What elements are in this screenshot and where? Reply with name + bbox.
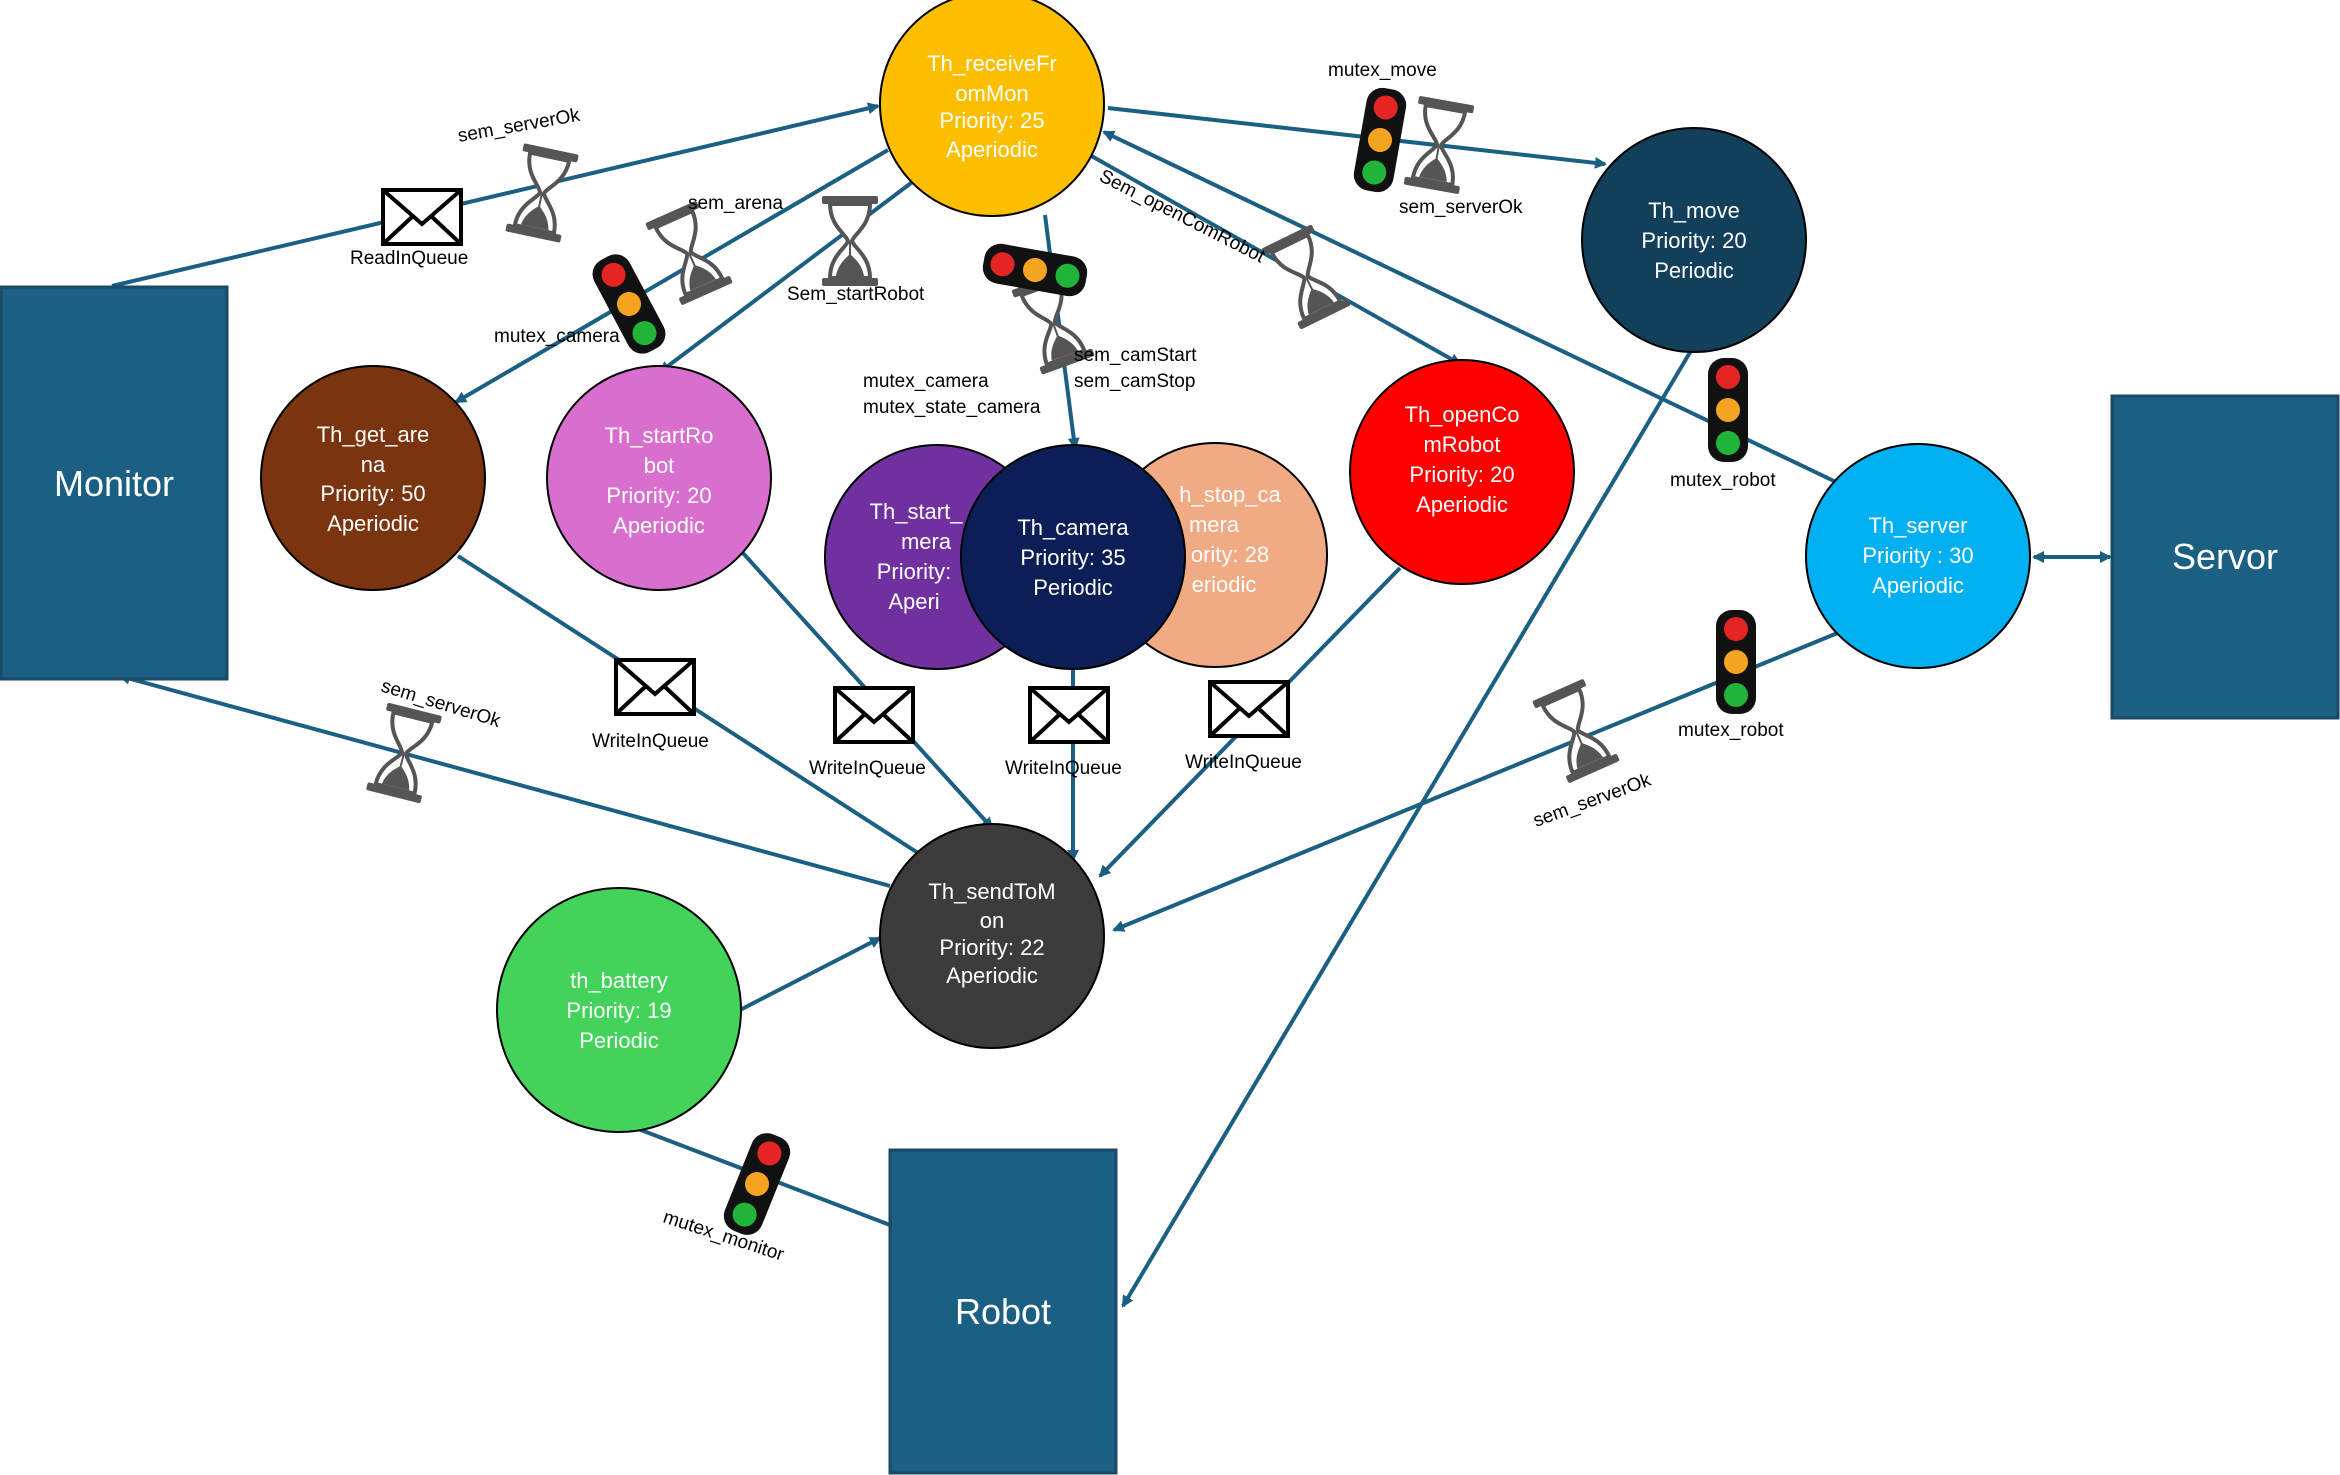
- traffic-light-icon: [1351, 85, 1409, 195]
- node-start-camera-l4: Aperi: [888, 589, 939, 614]
- node-send-to-mon: Th_sendToM on Priority: 22 Aperiodic: [879, 823, 1105, 1049]
- edge-monitor-to-receive: [111, 102, 880, 288]
- edge-move-to-robot: [1121, 342, 1697, 1308]
- node-server-l1: Th_server: [1868, 513, 1967, 538]
- edge-send-to-monitor: [118, 672, 891, 888]
- node-move-l3: Periodic: [1654, 258, 1733, 283]
- node-move-l2: Priority: 20: [1641, 228, 1746, 253]
- envelope-icon: [1208, 680, 1290, 738]
- node-start-camera-l2: mera: [901, 529, 952, 554]
- envelope-icon: [381, 188, 463, 246]
- label-sem-serverok-top: sem_serverOk: [456, 105, 582, 147]
- hourglass-icon: [643, 198, 735, 308]
- node-receive-l4: Aperiodic: [946, 137, 1038, 162]
- edge-receive-to-getarena: [454, 148, 890, 404]
- node-move-l1: Th_move: [1648, 198, 1740, 223]
- node-send-l4: Aperiodic: [946, 963, 1038, 988]
- node-receive-l1: Th_receiveFr: [927, 51, 1057, 76]
- node-open-com-robot: Th_openCo mRobot Priority: 20 Aperiodic: [1349, 359, 1575, 585]
- envelope-icon: [833, 686, 915, 744]
- node-start-camera-l1: Th_start_: [870, 499, 964, 524]
- label-sem-camstop: sem_camStop: [1074, 371, 1195, 392]
- node-get-arena-l4: Aperiodic: [327, 511, 419, 536]
- label-writeinqueue-4: WriteInQueue: [1185, 752, 1302, 773]
- robot-box: Robot: [888, 1148, 1118, 1475]
- node-stop-camera-l2: mera: [1189, 512, 1240, 537]
- label-readinqueue: ReadInQueue: [350, 248, 468, 269]
- node-move: Th_move Priority: 20 Periodic: [1581, 127, 1807, 353]
- node-stop-camera-l3: ority: 28: [1191, 542, 1269, 567]
- node-open-com-l4: Aperiodic: [1416, 492, 1508, 517]
- robot-label: Robot: [955, 1291, 1051, 1332]
- hourglass-icon: [1530, 676, 1622, 786]
- node-send-l2: on: [980, 908, 1004, 933]
- label-sem-opencomrobot: Sem_openComRobot: [1096, 166, 1269, 268]
- node-open-com-l2: mRobot: [1423, 432, 1500, 457]
- node-start-robot-l4: Aperiodic: [613, 513, 705, 538]
- node-server-l2: Priority : 30: [1862, 543, 1973, 568]
- hourglass-icon: [820, 194, 880, 288]
- node-camera-l2: Priority: 35: [1020, 545, 1125, 570]
- edge-receive-to-move: [1107, 106, 1607, 169]
- label-sem-camstart: sem_camStart: [1074, 345, 1197, 366]
- node-get-arena-l1: Th_get_are: [317, 422, 430, 447]
- node-start-robot-l3: Priority: 20: [606, 483, 711, 508]
- node-camera-l1: Th_camera: [1017, 515, 1129, 540]
- node-start-robot-l1: Th_startRo: [605, 423, 714, 448]
- hourglass-icon: [363, 700, 445, 806]
- node-send-l3: Priority: 22: [939, 935, 1044, 960]
- label-writeinqueue-3: WriteInQueue: [1005, 758, 1122, 779]
- node-battery: th_battery Priority: 19 Periodic: [496, 887, 742, 1133]
- node-battery-l1: th_battery: [570, 968, 668, 993]
- node-server-l3: Aperiodic: [1872, 573, 1964, 598]
- label-mutex-camera-left: mutex_camera: [494, 326, 620, 347]
- envelope-icon: [1028, 686, 1110, 744]
- monitor-label: Monitor: [54, 463, 174, 504]
- traffic-light-icon: [980, 241, 1090, 299]
- node-stop-camera-l1: h_stop_ca: [1179, 482, 1281, 507]
- servor-label: Servor: [2172, 536, 2278, 577]
- traffic-light-icon: [1716, 610, 1756, 714]
- node-start-camera-l3: Priority:: [877, 559, 952, 584]
- label-writeinqueue-1: WriteInQueue: [592, 731, 709, 752]
- node-start-robot-l2: bot: [644, 453, 675, 478]
- label-mutex-state-camera: mutex_state_camera: [863, 397, 1041, 418]
- monitor-box: Monitor: [0, 285, 229, 681]
- label-mutex-robot-top: mutex_robot: [1670, 470, 1776, 491]
- node-open-com-l3: Priority: 20: [1409, 462, 1514, 487]
- edge-receive-to-startrobot: [658, 178, 917, 374]
- label-sem-arena: sem_arena: [688, 193, 783, 214]
- node-send-l1: Th_sendToM: [928, 879, 1055, 904]
- node-battery-l3: Periodic: [579, 1028, 658, 1053]
- node-camera-l3: Periodic: [1033, 575, 1112, 600]
- hourglass-icon: [1401, 93, 1477, 197]
- node-get-arena: Th_get_are na Priority: 50 Aperiodic: [260, 365, 486, 591]
- hourglass-icon: [1261, 224, 1351, 329]
- node-get-arena-l2: na: [361, 452, 386, 477]
- node-server: Th_server Priority : 30 Aperiodic: [1805, 443, 2031, 669]
- servor-box: Servor: [2110, 394, 2340, 720]
- label-mutex-move: mutex_move: [1328, 60, 1437, 81]
- envelope-icon: [614, 658, 696, 716]
- node-start-robot: Th_startRo bot Priority: 20 Aperiodic: [546, 365, 772, 591]
- node-receive-l3: Priority: 25: [939, 108, 1044, 133]
- traffic-light-icon: [1708, 358, 1748, 462]
- label-mutex-robot-bottom: mutex_robot: [1678, 720, 1784, 741]
- edges: [111, 102, 2112, 1308]
- node-battery-l2: Priority: 19: [566, 998, 671, 1023]
- edge-battery-to-send: [739, 936, 882, 1012]
- node-get-arena-l3: Priority: 50: [320, 481, 425, 506]
- node-receive-l2: omMon: [955, 81, 1028, 106]
- node-camera: Th_camera Priority: 35 Periodic: [960, 444, 1186, 670]
- node-open-com-l1: Th_openCo: [1405, 402, 1520, 427]
- label-mutex-monitor: mutex_monitor: [660, 1207, 787, 1266]
- label-sem-startrobot: Sem_startRobot: [787, 284, 925, 305]
- label-writeinqueue-2: WriteInQueue: [809, 758, 926, 779]
- label-sem-serverok-right: sem_serverOk: [1531, 770, 1655, 832]
- node-receive: Th_receiveFr omMon Priority: 25 Aperiodi…: [879, 0, 1105, 217]
- node-stop-camera-l4: eriodic: [1192, 572, 1257, 597]
- label-sem-serverok-move: sem_serverOk: [1399, 197, 1523, 218]
- label-mutex-camera-mid: mutex_camera: [863, 371, 989, 392]
